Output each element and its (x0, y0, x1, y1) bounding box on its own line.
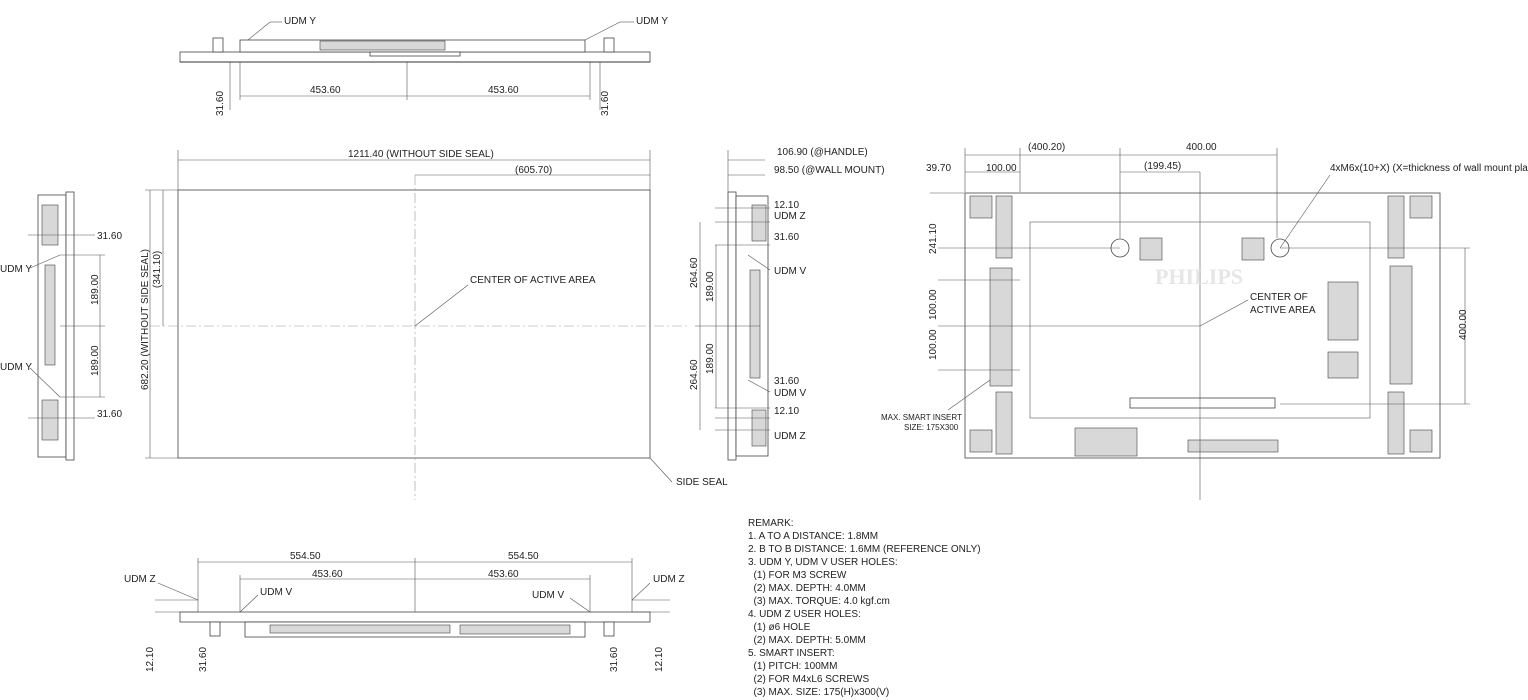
right-udm-z-top: UDM Z (774, 211, 806, 222)
rear-dim-39-70: 39.70 (926, 163, 951, 174)
remarks-block: REMARK: 1. A TO A DISTANCE: 1.8MM 2. B T… (748, 517, 981, 699)
left-dim-top: 31.60 (97, 231, 122, 242)
front-view (145, 150, 690, 500)
rear-center-label-2: ACTIVE AREA (1250, 305, 1316, 316)
right-dim-v-bottom: 31.60 (774, 376, 799, 387)
front-half-width-label: (605.70) (515, 165, 552, 176)
right-udm-v-bottom: UDM V (774, 388, 807, 399)
front-width-label: 1211.40 (WITHOUT SIDE SEAL) (348, 149, 494, 160)
bottom-udm-z-left: UDM Z (124, 574, 156, 585)
right-side-view (695, 150, 771, 461)
remark-line: 1. A TO A DISTANCE: 1.8MM (748, 531, 879, 542)
remark-line: 4. UDM Z USER HOLES: (748, 609, 861, 620)
front-half-height-label: (341.10) (152, 251, 163, 288)
rear-dim-241-10: 241.10 (928, 223, 939, 254)
bottom-udm-z-right: UDM Z (653, 574, 685, 585)
front-center-label: CENTER OF ACTIVE AREA (470, 275, 596, 286)
left-dim-lower: 189.00 (90, 345, 101, 376)
remark-line: 2. B TO B DISTANCE: 1.6MM (REFERENCE ONL… (748, 544, 981, 555)
top-dim-edge-left: 31.60 (215, 91, 226, 116)
remark-line: (2) FOR M4xL6 SCREWS (748, 674, 870, 685)
remark-line: REMARK: (748, 518, 794, 529)
remark-line: (2) MAX. DEPTH: 5.0MM (748, 635, 866, 646)
right-handle-label: 106.90 (@HANDLE) (777, 147, 868, 158)
top-udm-y-left: UDM Y (284, 16, 316, 27)
left-udm-y-lower: UDM Y (0, 362, 32, 373)
right-udm-v-top: UDM V (774, 266, 807, 277)
remark-line: (1) PITCH: 100MM (748, 661, 838, 672)
rear-view (930, 148, 1470, 500)
bottom-dim-12-left: 12.10 (145, 647, 156, 672)
top-udm-y-right: UDM Y (636, 16, 668, 27)
right-dim-z-bottom: 12.10 (774, 406, 799, 417)
remark-line: 3. UDM Y, UDM V USER HOLES: (748, 557, 898, 568)
right-dim-v-top: 31.60 (774, 232, 799, 243)
bottom-udm-v-left: UDM V (260, 587, 293, 598)
right-udm-z-bottom: UDM Z (774, 431, 806, 442)
bottom-view (155, 558, 670, 638)
top-dim-left: 453.60 (310, 85, 341, 96)
rear-dim-199-45: (199.45) (1144, 161, 1181, 172)
left-dim-bottom: 31.60 (97, 409, 122, 420)
top-dim-edge-right: 31.60 (600, 91, 611, 116)
remark-line: 5. SMART INSERT: (748, 648, 835, 659)
rear-dim-100-a: 100.00 (928, 289, 939, 320)
rear-smart-insert-2: SIZE: 175X300 (904, 423, 959, 432)
remark-line: (1) ø6 HOLE (748, 622, 811, 633)
rear-screw-note: 4xM6x(10+X) (X=thickness of wall mount p… (1330, 163, 1528, 174)
right-dim-189-upper: 189.00 (705, 271, 716, 302)
rear-center-label-1: CENTER OF (1250, 292, 1308, 303)
left-dim-upper: 189.00 (90, 274, 101, 305)
right-dim-264-upper: 264.60 (689, 257, 700, 288)
front-side-seal-label: SIDE SEAL (676, 477, 728, 488)
rear-dim-100-top: 100.00 (986, 163, 1017, 174)
rear-dim-100-b: 100.00 (928, 329, 939, 360)
left-side-view (28, 191, 105, 461)
remark-line: (3) MAX. SIZE: 175(H)x300(V) (748, 687, 890, 698)
bottom-dim-31-left: 31.60 (198, 647, 209, 672)
top-dim-right: 453.60 (488, 85, 519, 96)
right-dim-189-lower: 189.00 (705, 343, 716, 374)
remark-line: (1) FOR M3 SCREW (748, 570, 847, 581)
rear-dim-400-20: (400.20) (1028, 142, 1065, 153)
rear-smart-insert-1: MAX. SMART INSERT (881, 413, 962, 422)
rear-dim-400-top: 400.00 (1186, 142, 1217, 153)
left-udm-y-upper: UDM Y (0, 264, 32, 275)
remark-line: (3) MAX. TORQUE: 4.0 kgf.cm (748, 596, 890, 607)
remark-line: (2) MAX. DEPTH: 4.0MM (748, 583, 866, 594)
right-dim-264-lower: 264.60 (689, 359, 700, 390)
bottom-dim-453-right: 453.60 (488, 569, 519, 580)
bottom-udm-v-right: UDM V (532, 590, 565, 601)
top-view (179, 21, 651, 110)
bottom-dim-12-right: 12.10 (654, 647, 665, 672)
bottom-dim-453-left: 453.60 (312, 569, 343, 580)
front-height-label: 682.20 (WITHOUT SIDE SEAL) (140, 249, 151, 390)
right-dim-z-top: 12.10 (774, 200, 799, 211)
rear-dim-400-right: 400.00 (1458, 309, 1469, 340)
right-wall-mount-label: 98.50 (@WALL MOUNT) (774, 165, 885, 176)
bottom-dim-31-right: 31.60 (609, 647, 620, 672)
bottom-dim-554-left: 554.50 (290, 551, 321, 562)
bottom-dim-554-right: 554.50 (508, 551, 539, 562)
rear-logo: PHILIPS (1155, 264, 1243, 289)
